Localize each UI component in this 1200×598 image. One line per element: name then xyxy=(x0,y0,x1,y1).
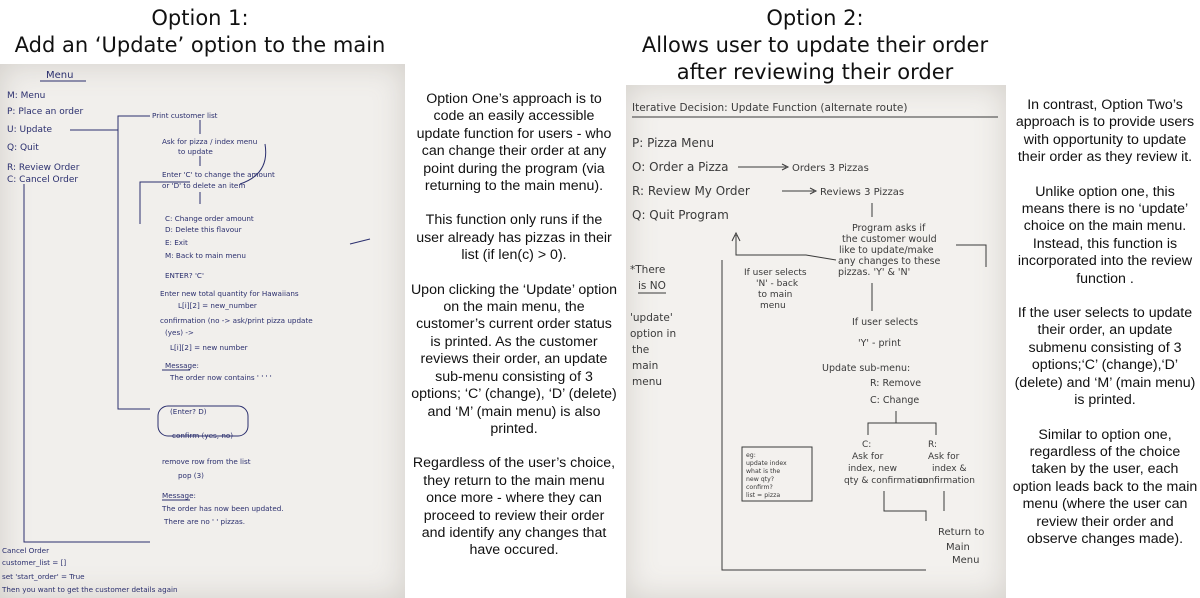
sketch1-line: There are no ' ' pizzas. xyxy=(163,517,245,526)
sketch1-line: Cancel Order xyxy=(2,546,49,555)
sketch1-line: The order now contains ' ' ' ' xyxy=(169,373,272,382)
option1-paragraph: Upon clicking the ‘Update’ option on the… xyxy=(410,281,618,437)
option2-paragraph: Similar to option one, regardless of the… xyxy=(1012,426,1198,547)
option1-sketch-photo: Menu M: Menu P: Place an order U: Update… xyxy=(0,64,405,598)
sketch2-note: *There xyxy=(630,264,665,276)
option2-paragraph: In contrast, Option Two’s approach is to… xyxy=(1015,97,1195,166)
sketch2-if-y: Update sub-menu: xyxy=(822,363,910,374)
sketch2-c-branch: qty & confirmation xyxy=(844,476,928,486)
sketch2-eg-box: what is the xyxy=(746,468,780,475)
sketch2-heading: Iterative Decision: Update Function (alt… xyxy=(632,102,907,114)
sketch2-eg-box: list = pizza xyxy=(746,492,780,499)
sketch1-menu-item: M: Menu xyxy=(7,91,45,101)
sketch2-if-n: If user selects xyxy=(744,268,807,278)
sketch2-note: is NO xyxy=(638,280,666,292)
sketch2-note: main xyxy=(632,360,658,372)
sketch1-line: Print customer list xyxy=(152,111,218,120)
sketch2-return: Return to xyxy=(938,527,984,538)
sketch2-c-branch: Ask for xyxy=(852,452,884,462)
option2-paragraph: If the user selects to update their orde… xyxy=(1014,305,1196,409)
sketch2-c-branch: index, new xyxy=(848,464,897,474)
sketch1-menu-item: Q: Quit xyxy=(7,143,39,153)
sketch2-eg-box: confirm? xyxy=(746,484,773,491)
sketch2-note: option in xyxy=(630,328,676,340)
sketch1-line: M: Back to main menu xyxy=(165,251,246,260)
option1-paragraph: This function only runs if the user alre… xyxy=(416,212,612,264)
sketch2-menu-item: Q: Quit Program xyxy=(632,208,729,222)
sketch1-menu-item: P: Place an order xyxy=(7,107,83,117)
sketch2-return: Menu xyxy=(952,555,979,566)
sketch2-arrow-reviews: Reviews 3 Pizzas xyxy=(820,187,904,198)
sketch2-arrow-orders: Orders 3 Pizzas xyxy=(792,163,869,174)
option2-subtitle-line1: Allows user to update their order xyxy=(641,33,989,57)
option1-description: Option One’s approach is to code an easi… xyxy=(410,91,618,577)
sketch1-line: Message: xyxy=(165,361,199,370)
sketch2-menu-item: O: Order a Pizza xyxy=(632,160,728,174)
sketch1-line: Then you want to get the customer detail… xyxy=(1,585,178,594)
sketch2-r-branch: Ask for xyxy=(928,452,960,462)
sketch1-line: pop (3) xyxy=(178,471,204,480)
sketch1-line: set 'start_order' = True xyxy=(2,572,85,581)
sketch2-if-n: to main xyxy=(758,290,792,300)
sketch2-program-asks: any changes to these xyxy=(838,256,941,267)
sketch1-line: C: Change order amount xyxy=(165,214,254,223)
sketch1-line: Ask for pizza / index menu xyxy=(162,137,257,146)
option2-sketch: Iterative Decision: Update Function (alt… xyxy=(630,102,998,571)
sketch2-note: the xyxy=(632,344,649,356)
sketch1-line: customer_list = [] xyxy=(2,558,66,567)
sketch2-program-asks: pizzas. 'Y' & 'N' xyxy=(838,267,910,278)
sketch2-if-y: R: Remove xyxy=(870,378,921,389)
option2-title: Option 2: xyxy=(766,6,864,30)
sketch1-menu-item: U: Update xyxy=(7,125,53,135)
sketch2-if-n: 'N' - back xyxy=(756,279,799,289)
sketch1-line: The order has now been updated. xyxy=(161,504,284,513)
sketch1-line: Enter new total quantity for Hawaiians xyxy=(160,289,299,298)
sketch2-if-y: 'Y' - print xyxy=(858,338,901,349)
sketch2-return: Main xyxy=(946,542,970,553)
sketch2-program-asks: like to update/make xyxy=(839,245,934,256)
sketch2-program-asks: Program asks if xyxy=(852,223,926,234)
sketch1-menu-heading: Menu xyxy=(46,70,73,81)
sketch1-line: ENTER? 'C' xyxy=(165,271,204,280)
sketch2-note: menu xyxy=(632,376,662,388)
sketch1-line: or 'D' to delete an item xyxy=(162,181,245,190)
option2-sketch-photo: Iterative Decision: Update Function (alt… xyxy=(626,85,1006,598)
sketch2-menu-item: R: Review My Order xyxy=(632,184,750,198)
sketch1-menu-item: R: Review Order xyxy=(7,163,80,173)
sketch1-line: L[i][2] = new number xyxy=(170,343,248,352)
option1-sketch: Menu M: Menu P: Place an order U: Update… xyxy=(1,70,371,594)
sketch2-c-branch: C: xyxy=(862,440,871,450)
option2-description: In contrast, Option Two’s approach is to… xyxy=(1012,97,1198,565)
option1-paragraph: Regardless of the user’s choice, they re… xyxy=(412,455,616,559)
sketch1-line: (Enter? D) xyxy=(170,407,207,416)
sketch2-eg-box: update index xyxy=(746,460,787,467)
option1-paragraph: Option One’s approach is to code an easi… xyxy=(416,91,612,195)
option2-paragraph: Unlike option one, this means there is n… xyxy=(1017,183,1193,287)
sketch1-line: E: Exit xyxy=(165,238,188,247)
sketch2-note: 'update' xyxy=(630,312,673,324)
sketch2-r-branch: confirmation xyxy=(918,476,975,486)
sketch1-line: to update xyxy=(178,147,213,156)
sketch1-line: Enter 'C' to change the amount xyxy=(162,170,275,179)
sketch2-if-y: C: Change xyxy=(870,395,919,406)
sketch2-menu-item: P: Pizza Menu xyxy=(632,136,714,150)
sketch2-program-asks: the customer would xyxy=(842,234,937,245)
sketch2-if-n: menu xyxy=(760,301,786,311)
sketch1-line: L[i][2] = new_number xyxy=(178,301,257,310)
sketch2-eg-box: new qty? xyxy=(746,476,774,483)
sketch1-line: remove row from the list xyxy=(162,457,251,466)
sketch2-eg-box: eg: xyxy=(746,452,756,459)
option2-subtitle-line2: after reviewing their order xyxy=(676,60,954,84)
sketch1-line: D: Delete this flavour xyxy=(165,225,242,234)
option1-title: Option 1: xyxy=(151,6,249,30)
sketch1-menu-item: C: Cancel Order xyxy=(7,175,78,185)
sketch2-if-y: If user selects xyxy=(852,317,918,328)
sketch1-line: Message: xyxy=(162,491,196,500)
sketch2-r-branch: index & xyxy=(932,464,967,474)
sketch2-r-branch: R: xyxy=(928,440,937,450)
sketch1-line: confirmation (no -> ask/print pizza upda… xyxy=(160,316,313,325)
sketch1-line: (yes) -> xyxy=(165,328,194,337)
